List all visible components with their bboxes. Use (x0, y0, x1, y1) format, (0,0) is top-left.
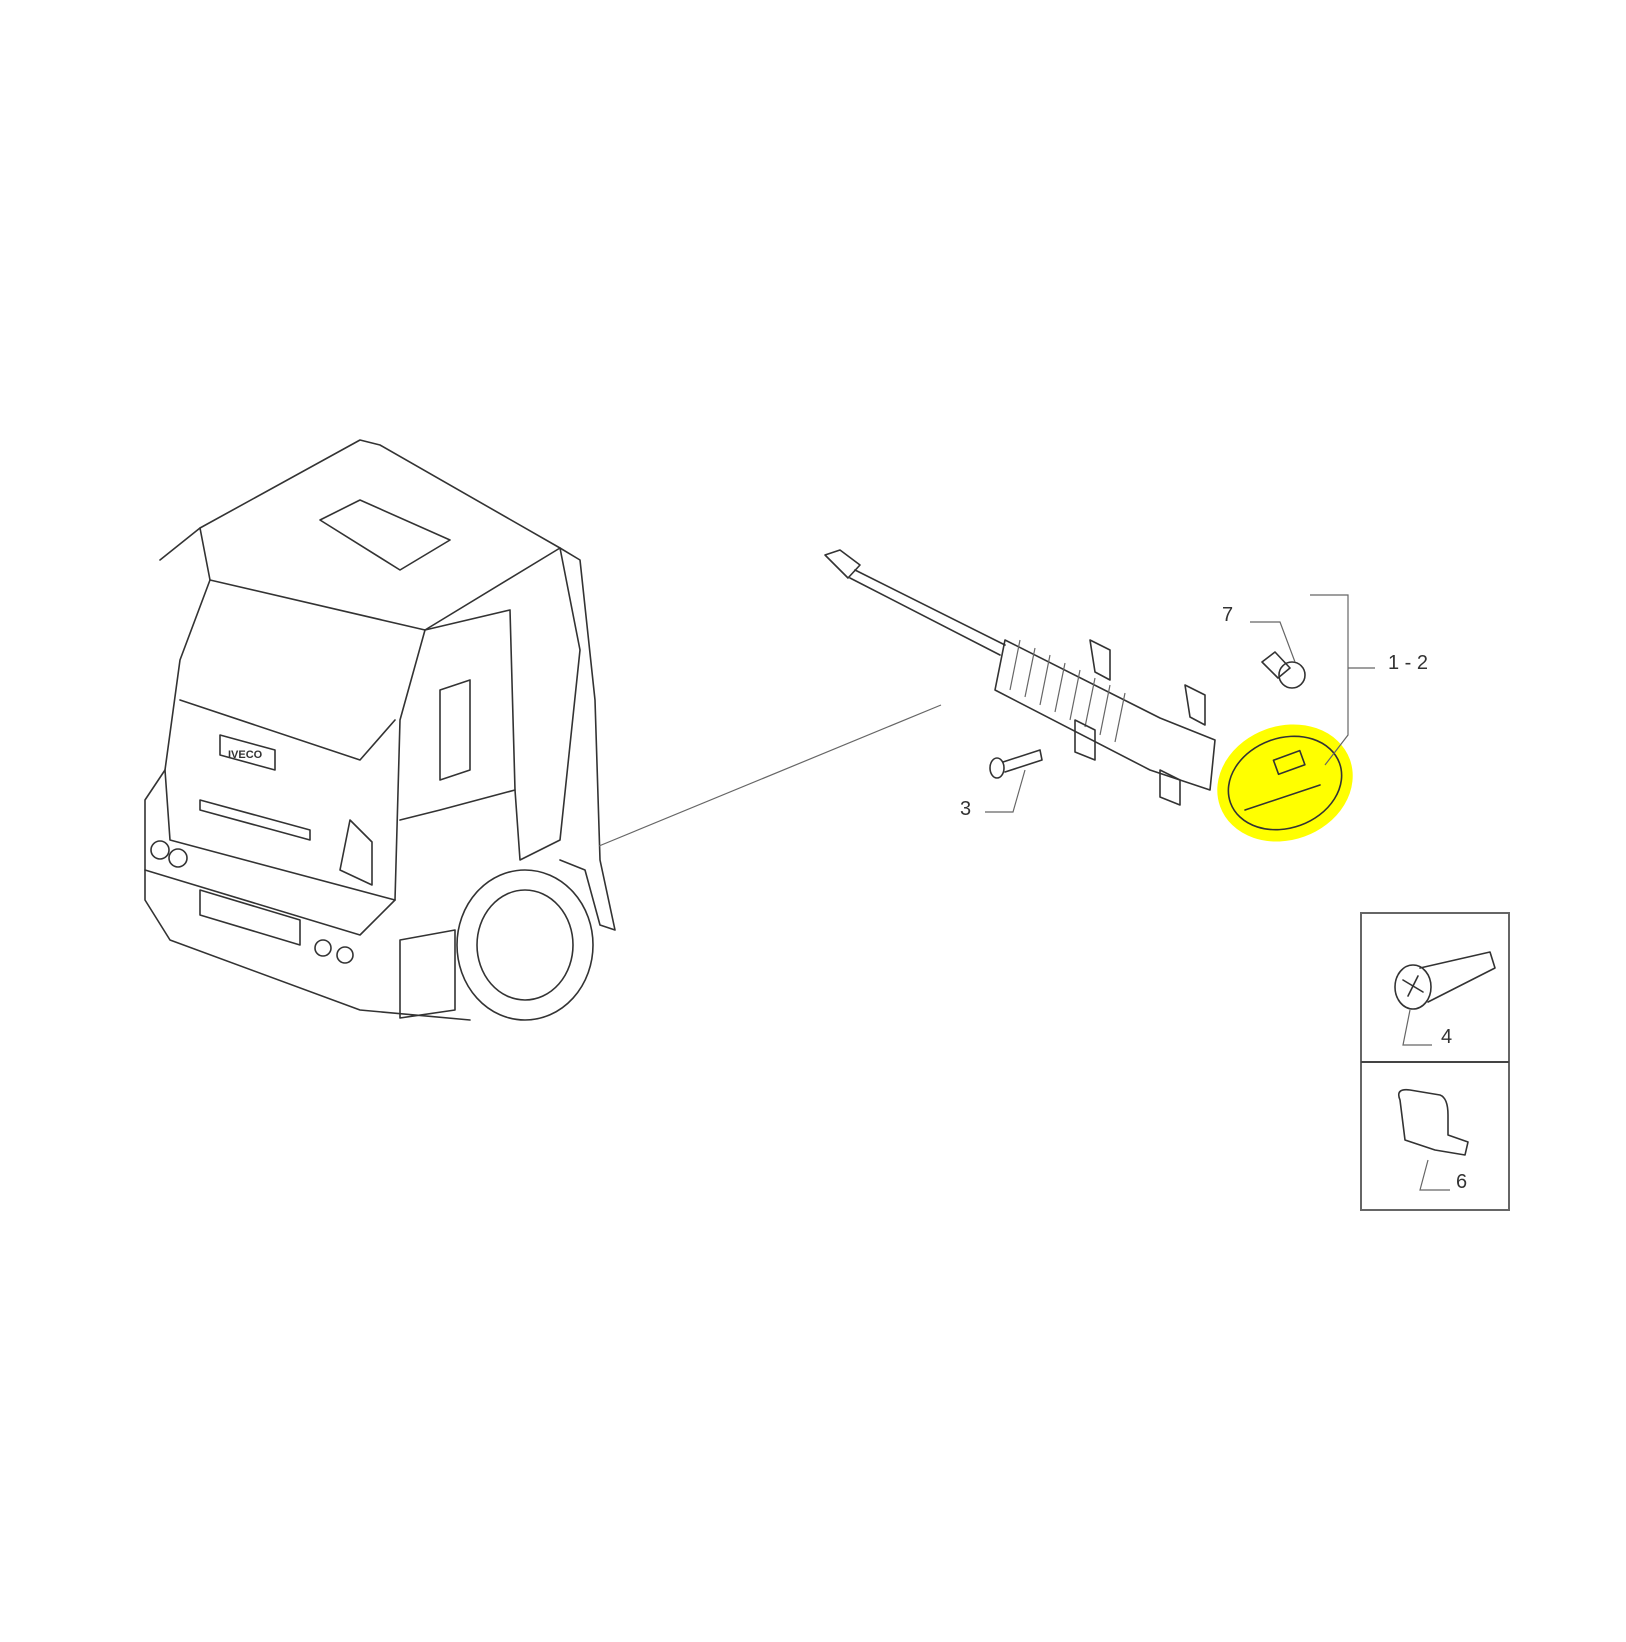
callout-4: 4 (1441, 1026, 1452, 1048)
truck-cab-illustration: IVECO (144, 439, 616, 1021)
callout-1-2: 1 - 2 (1388, 652, 1428, 674)
part-4-screw[interactable] (1394, 951, 1496, 1046)
part-1-2-assembly[interactable] (824, 549, 1361, 851)
truck-badge: IVECO (228, 749, 263, 761)
part-3-screw[interactable] (985, 749, 1043, 813)
location-leader-line (598, 704, 942, 847)
callout-3: 3 (960, 798, 971, 820)
callout-bracket (1310, 594, 1349, 766)
highlighted-cap[interactable] (1210, 715, 1361, 851)
part-7-bulb[interactable] (1250, 621, 1306, 689)
callout-7: 7 (1222, 604, 1233, 626)
callout-6: 6 (1456, 1171, 1467, 1193)
part-6-clip[interactable] (1397, 1088, 1469, 1191)
